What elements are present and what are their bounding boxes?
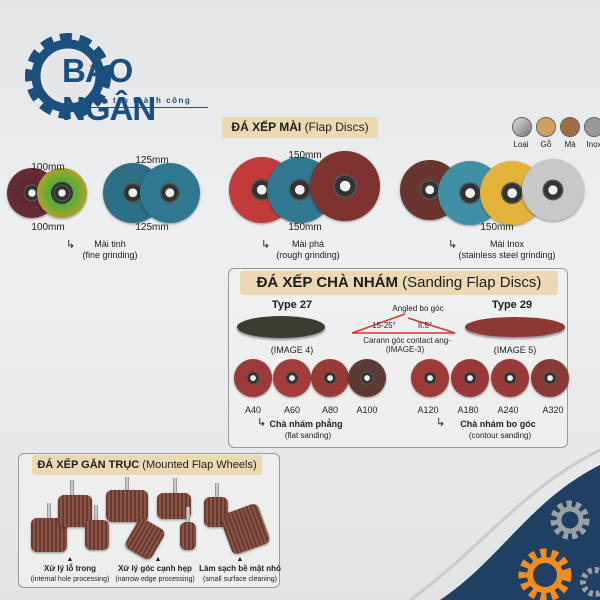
flap-disc [37, 168, 87, 218]
gear-icon [518, 548, 572, 600]
grit-label: A40 [244, 405, 262, 415]
triangle-icon: ▲ [66, 556, 74, 563]
wood-icon [536, 117, 556, 137]
flap-wheel [157, 493, 191, 519]
use-label-en: (rough grinding) [276, 250, 340, 260]
wheel-shaft [94, 505, 98, 525]
gear-icon [580, 567, 600, 597]
stone-icon [560, 117, 580, 137]
image4-label: (IMAGE 4) [270, 345, 314, 355]
image3-label: (IMAGE-3) [385, 345, 425, 354]
use-label: Mài phá [291, 239, 325, 249]
contact-label: Carann góc contact ang- [363, 336, 451, 345]
wheel-shaft [215, 483, 219, 503]
flap-wheel [85, 520, 109, 550]
sanding-disc [234, 359, 272, 397]
grit-label: A80 [321, 405, 339, 415]
mounted-use-label: Làm sạch bề mặt nhỏ [199, 564, 281, 573]
sanding-section [228, 268, 568, 448]
use-label-en: (fine grinding) [82, 250, 138, 260]
arrow-icon: ↳ [448, 239, 458, 251]
flap-disc [310, 151, 380, 221]
use-label: Mài tinh [94, 239, 126, 249]
grit-label: A100 [356, 405, 378, 415]
size-label: 125mm [135, 222, 169, 233]
grit-label: A320 [542, 405, 564, 415]
type29-label: Type 29 [491, 299, 533, 311]
logo: BẢO NGÂN Uy tín tạo thành công [20, 30, 220, 127]
use-label-en: (stainless steel grinding) [458, 250, 556, 260]
wheel-shaft [186, 507, 190, 527]
type29-disc [465, 317, 565, 337]
sanding-title: ĐÁ XẾP CHÀ NHÁM (Sanding Flap Discs) [240, 271, 558, 295]
metal-icon [512, 117, 532, 137]
arrow-icon: ↳ [257, 417, 267, 429]
material-label: Loại [513, 140, 529, 149]
size-label: 100mm [31, 162, 65, 173]
angle-title: Angled bo góc [392, 304, 444, 313]
size-label: 100mm [31, 222, 65, 233]
mounted-use-label-en: (internal hole processing) [30, 576, 110, 583]
size-label: 150mm [288, 222, 322, 233]
angle-value: II.5° [417, 321, 433, 330]
grit-label: A60 [283, 405, 301, 415]
brand-name: BẢO NGÂN [62, 52, 156, 127]
flap-disc [140, 163, 200, 223]
image5-label: (IMAGE 5) [493, 345, 537, 355]
flap-wheel [106, 490, 148, 522]
angle-value: 15-25° [372, 321, 396, 330]
mounted-use-label: Xử lý góc cạnh hẹp [118, 564, 192, 573]
wheel-shaft [47, 503, 51, 523]
grit-label: A240 [497, 405, 519, 415]
wheel-shaft [70, 480, 74, 500]
material-label: Inox [586, 140, 600, 149]
arrow-icon: ↳ [261, 239, 271, 251]
sanding-disc [273, 359, 311, 397]
mounted-use-label-en: (small surface cleaning) [203, 576, 277, 583]
size-label: 125mm [135, 155, 169, 166]
contour-label-en: (contour sanding) [468, 431, 532, 440]
sanding-disc [348, 359, 386, 397]
triangle-icon: ▲ [154, 556, 162, 563]
sanding-disc [491, 359, 529, 397]
mounted-use-label-en: (narrow edge processing) [115, 576, 195, 583]
mounted-use-label: Xử lý lỗ trong [43, 564, 97, 573]
sanding-disc [451, 359, 489, 397]
arrow-icon: ↳ [66, 239, 76, 251]
corner-decoration [409, 448, 600, 600]
tagline: Uy tín tạo thành công [78, 96, 208, 108]
flat-label-en: (flat sanding) [284, 431, 332, 440]
inox-icon [584, 117, 600, 137]
type27-disc [237, 316, 325, 338]
arrow-icon: ↳ [436, 417, 446, 429]
wheel-shaft [173, 478, 177, 498]
angle-diagram [351, 313, 456, 334]
wheel-shaft [125, 477, 129, 497]
gear-icon [25, 33, 111, 119]
grit-label: A120 [417, 405, 439, 415]
sanding-disc [311, 359, 349, 397]
flap-wheel [180, 522, 196, 550]
triangle-icon: ▲ [236, 556, 244, 563]
material-label: Mà [564, 140, 576, 149]
gear-icon [550, 500, 590, 540]
contour-label: Chà nhám bo góc [460, 419, 536, 429]
grit-label: A180 [457, 405, 479, 415]
flat-label: Chà nhám phẳng [269, 419, 343, 429]
material-label: Gỗ [540, 140, 552, 149]
sanding-disc [411, 359, 449, 397]
size-label: 150mm [288, 150, 322, 161]
type27-label: Type 27 [271, 299, 313, 311]
mounted-title: ĐÁ XẾP GẮN TRỤC (Mounted Flap Wheels) [32, 455, 262, 475]
sanding-disc [531, 359, 569, 397]
flap-discs-title: ĐÁ XẾP MÀI (Flap Discs) [222, 117, 378, 138]
flap-disc [522, 159, 584, 221]
use-label: Mài Inox [489, 239, 525, 249]
size-label: 150mm [480, 222, 514, 233]
